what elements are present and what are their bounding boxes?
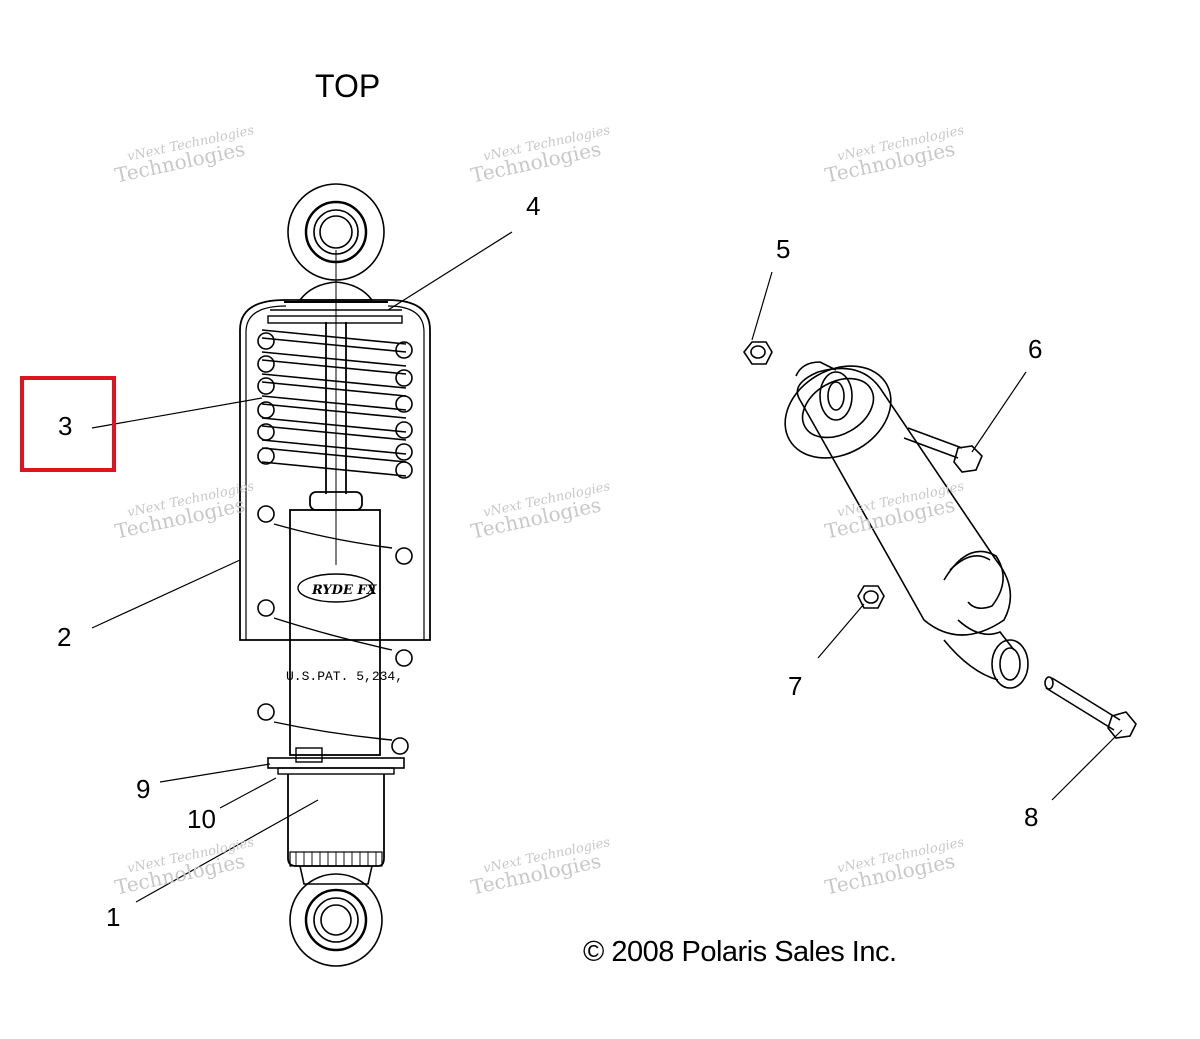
spring-cover (239, 299, 431, 641)
copyright-notice: © 2008 Polaris Sales Inc. (583, 936, 897, 968)
coil-ends (257, 332, 413, 755)
top-label: TOP (315, 68, 381, 104)
callout-4[interactable]: 4 (526, 191, 541, 221)
callout-8[interactable]: 8 (1024, 802, 1039, 832)
callout-3[interactable]: 3 (58, 411, 73, 441)
callout-7[interactable]: 7 (788, 671, 803, 701)
callout-5[interactable]: 5 (776, 234, 791, 264)
callout-3-highlight-box (20, 376, 116, 472)
patent-text: U.S.PAT. 5,234, (286, 669, 403, 684)
shock-body (289, 491, 381, 756)
shock-logo: RYDE FX (311, 583, 378, 598)
spring-coils (261, 329, 407, 477)
callout-2[interactable]: 2 (57, 622, 72, 652)
callout-9[interactable]: 9 (136, 774, 151, 804)
callout-10[interactable]: 10 (187, 804, 216, 834)
callout-1[interactable]: 1 (106, 902, 121, 932)
callout-6[interactable]: 6 (1028, 334, 1043, 364)
bottom-eye-mount (289, 873, 383, 967)
right-shock-assembly (743, 341, 1137, 739)
